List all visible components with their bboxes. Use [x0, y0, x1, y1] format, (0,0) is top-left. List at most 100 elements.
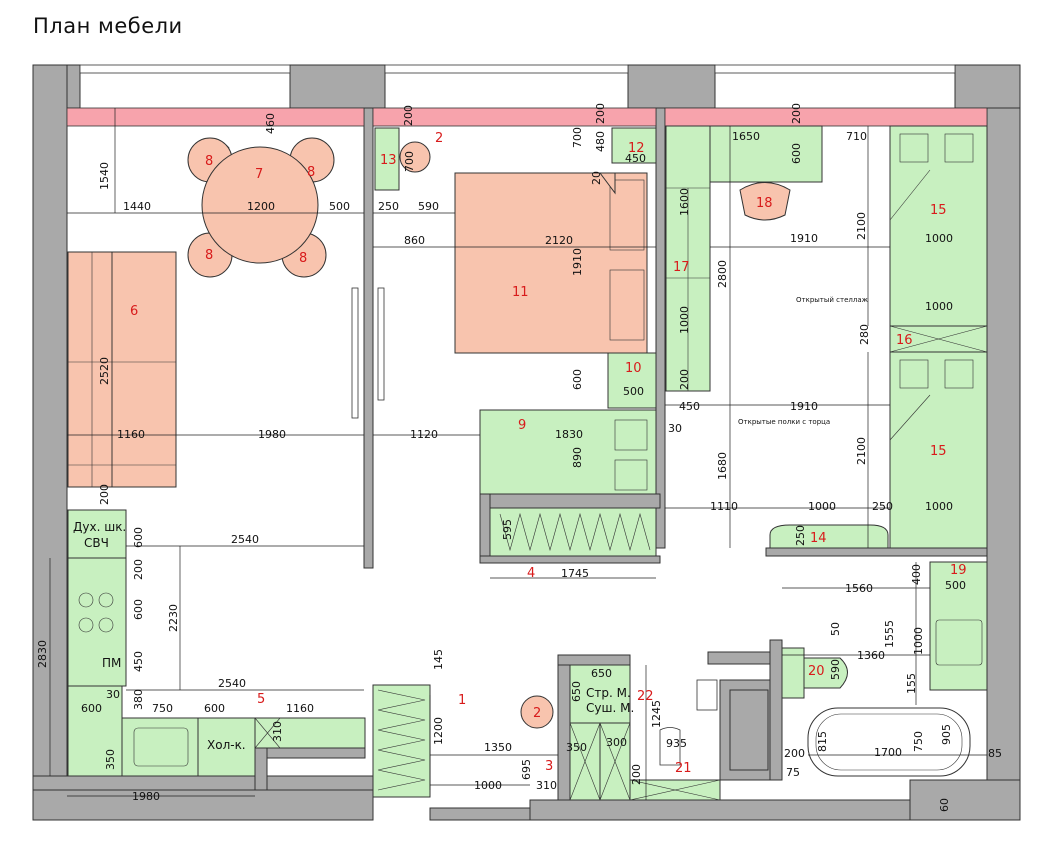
toilet-guest [659, 727, 681, 766]
number-label: 15 [930, 444, 947, 459]
equipment-labels: Дух. шк. СВЧ ПМ Хол-к. Стр. М. Суш. М. О… [73, 296, 869, 752]
dimension-text: 1110 [710, 500, 738, 513]
dimension-text: 200 [98, 484, 111, 505]
dimension-text: 250 [378, 200, 399, 213]
number-label: 20 [808, 664, 825, 679]
desk-top [709, 125, 823, 183]
dimension-text: 2800 [716, 260, 729, 288]
wall-partition [363, 107, 374, 569]
dimension-text: 1650 [732, 130, 760, 143]
dimension-text: 1700 [874, 746, 902, 759]
wall-bottom [32, 789, 374, 821]
dimension-text: 2520 [98, 357, 111, 385]
dimension-text: 700 [571, 127, 584, 148]
wall-partition [479, 555, 661, 564]
number-label: 21 [675, 761, 692, 776]
number-label: 7 [255, 167, 263, 182]
dimension-text: 75 [786, 766, 800, 779]
dimension-text: 590 [829, 659, 842, 680]
number-label: 22 [637, 689, 654, 704]
dimension-text: 1000 [925, 232, 953, 245]
number-label: 16 [896, 333, 913, 348]
cabinet-13 [374, 127, 400, 191]
dimension-text: 450 [679, 400, 700, 413]
pouf [520, 695, 554, 729]
dimension-text: 2540 [231, 533, 259, 546]
dimension-text: 60 [938, 798, 951, 812]
dimension-text: 600 [132, 527, 145, 548]
bed [454, 172, 648, 354]
installation [781, 647, 805, 699]
wall-bottom [909, 779, 1021, 821]
dimension-text: 905 [940, 724, 953, 745]
dryer-label: Суш. М. [586, 701, 634, 715]
bench-14 [769, 524, 889, 549]
dining-table [201, 146, 319, 264]
dimension-text: 460 [264, 113, 277, 134]
dimension-text: 85 [988, 747, 1002, 760]
open-shelf-label: Открытый стеллаж [796, 296, 869, 304]
desk-9 [479, 409, 657, 495]
dimension-text: 500 [329, 200, 350, 213]
window-band [66, 107, 365, 127]
open-shelves-end-label: Открытые полки с торца [738, 418, 830, 426]
dimension-text: 650 [570, 681, 583, 702]
dimension-text: 450 [132, 651, 145, 672]
dimension-text: 1745 [561, 567, 589, 580]
washer-dryer-22 [569, 664, 631, 724]
wall [627, 64, 716, 109]
dimension-text: 200 [630, 764, 643, 785]
windows [66, 64, 988, 127]
dimension-text: 310 [271, 721, 284, 742]
number-label: 8 [299, 251, 307, 266]
number-label: 14 [810, 531, 827, 546]
dimension-text: 595 [501, 519, 514, 540]
dimension-text: 1560 [845, 582, 873, 595]
wall-bottom [429, 807, 531, 821]
dimension-text: 480 [594, 131, 607, 152]
walls [32, 64, 1021, 821]
dimension-text: 300 [606, 736, 627, 749]
toilet-20 [803, 657, 848, 689]
furniture [67, 125, 988, 801]
number-label: 8 [307, 165, 315, 180]
dimension-text: 1200 [432, 717, 445, 745]
number-label: 5 [257, 692, 265, 707]
wall [289, 64, 386, 109]
dimension-text: 600 [81, 702, 102, 715]
counter-top [254, 717, 366, 749]
dimension-text: 250 [794, 525, 807, 546]
dimension-text: 815 [816, 731, 829, 752]
dimension-text: 1600 [678, 188, 691, 216]
dimension-text: 590 [418, 200, 439, 213]
dimension-text: 935 [666, 737, 687, 750]
oven-cabinet [67, 509, 127, 559]
dimension-text: 1000 [474, 779, 502, 792]
wardrobe-4 [489, 507, 657, 557]
microwave-label: СВЧ [84, 536, 109, 550]
wall-partition [254, 747, 268, 791]
wall-bottom [529, 799, 911, 821]
sofa [67, 251, 177, 488]
wall-partition [707, 651, 771, 665]
dimension-text: 2830 [36, 640, 49, 668]
dimension-text: 200 [402, 105, 415, 126]
bed-15-bottom [889, 351, 988, 549]
number-label: 8 [205, 248, 213, 263]
dimension-text: 1980 [132, 790, 160, 803]
furniture-numbers: 1 2 2 3 4 5 6 7 8 8 8 8 9 10 11 12 13 14… [130, 131, 967, 776]
number-label: 4 [527, 566, 535, 581]
fridge [197, 717, 256, 777]
dimension-text: 350 [566, 741, 587, 754]
dimension-text: 250 [872, 500, 893, 513]
dimension-text: 350 [104, 749, 117, 770]
wall-partition [655, 107, 666, 549]
dimension-text: 1160 [286, 702, 314, 715]
dimension-text: 20 [590, 171, 603, 185]
dimension-text: 1120 [410, 428, 438, 441]
shower-niche [729, 689, 769, 771]
dimension-text: 400 [910, 564, 923, 585]
dimension-text: 310 [536, 779, 557, 792]
dimension-text: 1160 [117, 428, 145, 441]
